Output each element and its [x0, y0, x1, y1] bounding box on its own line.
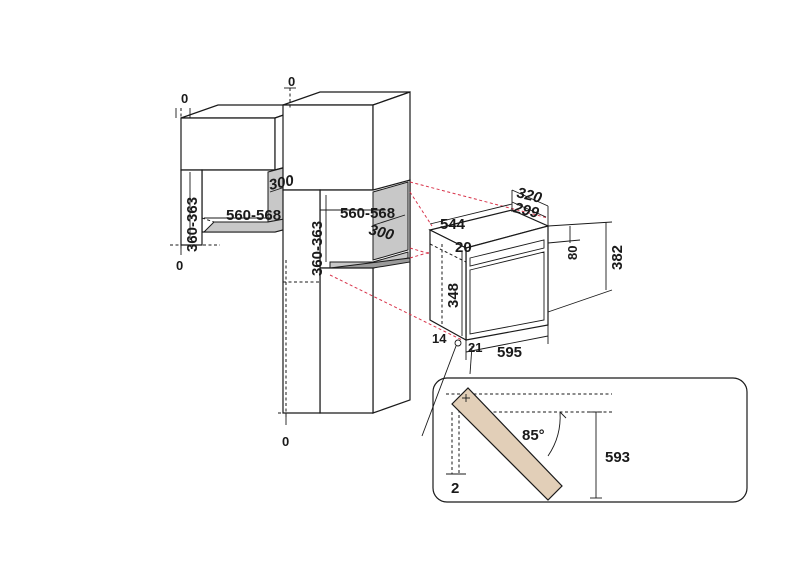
appliance-depth-inner: 299: [511, 199, 541, 222]
appliance-total-height: 382: [609, 245, 626, 270]
appliance-depth-outer: 320: [515, 184, 544, 207]
door-detail-offset: 2: [451, 480, 459, 497]
door-detail-clearance: 593: [605, 449, 630, 466]
dimension-labels: 0 0 360-363 300 560-568 0 0 360-363 300 …: [176, 74, 630, 497]
tall-cabinet-height: 360-363: [309, 221, 326, 276]
projection-lines: [329, 181, 549, 341]
wall-cabinet-height: 360-363: [184, 197, 201, 252]
door-detail-angle: 85°: [522, 427, 545, 444]
appliance-body-height: 348: [445, 283, 462, 308]
wall-cabinet-depth: 300: [267, 172, 296, 194]
tall-cabinet: [278, 87, 411, 425]
door-detail: [432, 377, 748, 503]
appliance-front-offset: 21: [468, 340, 482, 355]
appliance-top-offset: 20: [455, 239, 472, 256]
wall-cabinet-bottom-gap: 0: [176, 258, 183, 273]
appliance-top-height: 80: [565, 246, 580, 260]
tall-cabinet-bottom-gap: 0: [282, 434, 289, 449]
tall-cabinet-depth: 300: [367, 221, 396, 244]
wall-cabinet-width: 560-568: [226, 207, 281, 224]
appliance-depth-body: 544: [440, 216, 466, 233]
tall-cabinet-top-gap: 0: [288, 74, 295, 89]
tall-cabinet-width: 560-568: [340, 205, 395, 222]
appliance-width: 595: [497, 344, 522, 361]
appliance-side-gap: 14: [432, 331, 447, 346]
appliance: [421, 189, 613, 437]
wall-cabinet-top-gap: 0: [181, 91, 188, 106]
